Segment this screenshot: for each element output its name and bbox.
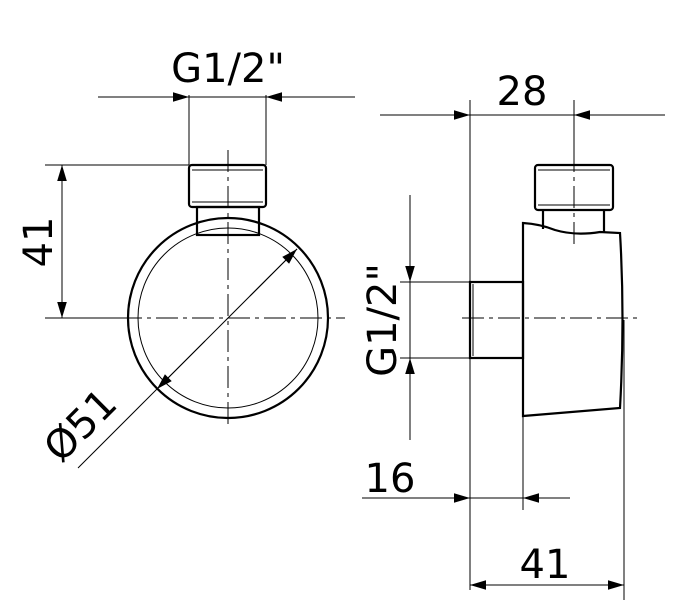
front-view: G1/2" 41 Ø51 (16, 46, 355, 471)
side-width-dimension: 28 (497, 69, 548, 115)
diameter-dimension: Ø51 (35, 380, 126, 471)
side-thread-dimension: G1/2" (360, 263, 406, 377)
side-view: 28 G1/2" 16 41 (360, 69, 665, 600)
side-offset-dimension: 16 (365, 456, 416, 502)
front-thread-dimension: G1/2" (171, 46, 285, 92)
front-height-dimension: 41 (16, 217, 62, 268)
side-depth-dimension: 41 (520, 542, 571, 588)
